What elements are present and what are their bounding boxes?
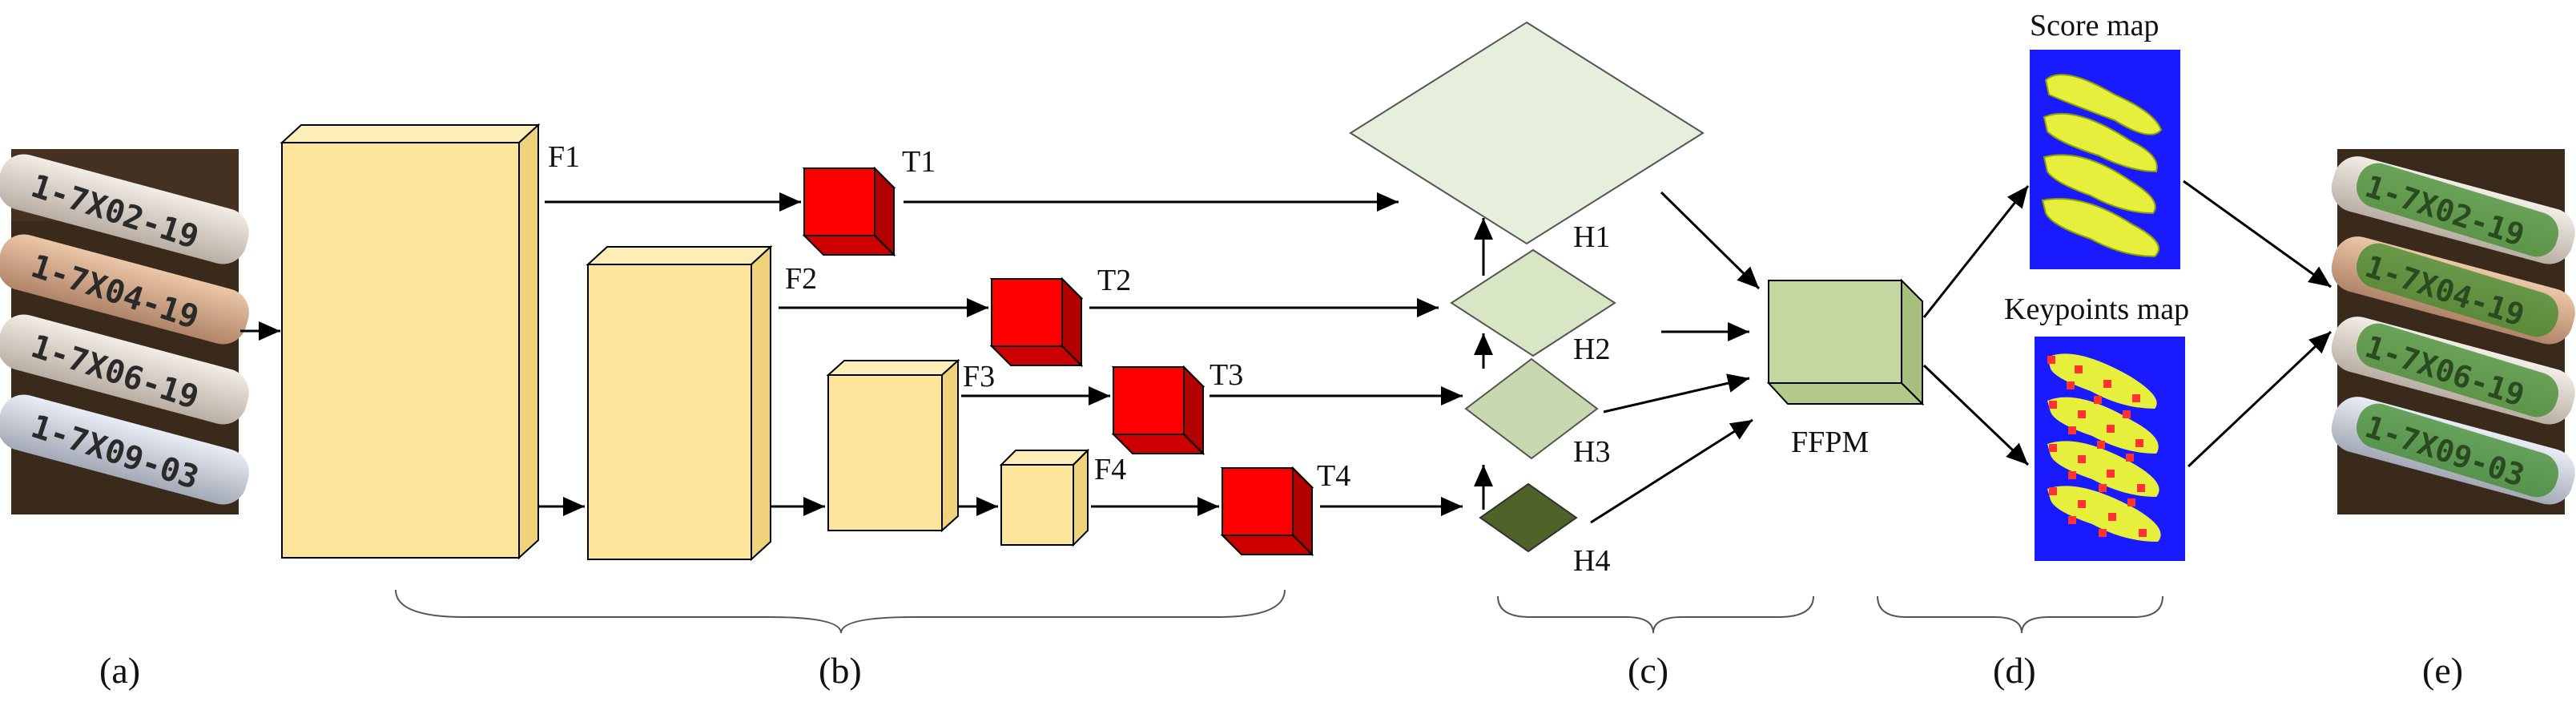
arrow-ffpm-keypoints xyxy=(1922,364,2030,466)
label-f2: F2 xyxy=(785,262,817,296)
label-ffpm: FFPM xyxy=(1791,426,1869,459)
feature-box-f3 xyxy=(826,358,960,533)
transform-cube-t4 xyxy=(1220,466,1314,557)
arrow-h4-ffpm xyxy=(1590,418,1753,524)
transform-cube-t3 xyxy=(1111,365,1205,456)
caption-e: (e) xyxy=(2422,650,2463,691)
caption-a: (a) xyxy=(99,650,140,691)
feature-box-f2 xyxy=(586,244,773,562)
arrow-keypoints-output xyxy=(2187,330,2332,468)
head-h1 xyxy=(1349,21,1705,245)
transform-cube-t2 xyxy=(989,276,1084,368)
label-f4: F4 xyxy=(1094,453,1126,486)
label-h4: H4 xyxy=(1573,544,1610,578)
caption-d: (d) xyxy=(1993,650,2036,691)
label-t4: T4 xyxy=(1317,459,1350,493)
feature-box-f4 xyxy=(999,448,1090,547)
head-h2 xyxy=(1450,248,1616,357)
label-h2: H2 xyxy=(1573,333,1610,366)
label-t2: T2 xyxy=(1097,264,1131,297)
brace-b xyxy=(395,589,1286,634)
arrow-score-output xyxy=(2183,180,2332,288)
label-f1: F1 xyxy=(548,140,580,174)
arrow-h3-ffpm xyxy=(1603,373,1750,414)
feature-box-f1 xyxy=(280,123,541,560)
label-h3: H3 xyxy=(1573,435,1610,469)
head-h4 xyxy=(1479,482,1578,553)
score-map-title: Score map xyxy=(2030,9,2159,42)
keypoints-map-title: Keypoints map xyxy=(2004,292,2189,326)
label-h1: H1 xyxy=(1573,220,1610,254)
input-photo: 1-7X02-19 1-7X04-19 1-7X06-19 1-7X09-03 xyxy=(0,149,249,514)
arrow-h1-ffpm xyxy=(1660,191,1761,290)
fusion-box-ffpm xyxy=(1766,278,1925,406)
score-map xyxy=(2030,50,2180,269)
label-t1: T1 xyxy=(902,145,936,179)
brace-c xyxy=(1497,595,1814,634)
label-t3: T3 xyxy=(1210,358,1243,392)
label-f3: F3 xyxy=(963,360,995,393)
brace-d xyxy=(1877,595,2163,634)
arrow-ffpm-score xyxy=(1922,185,2030,318)
transform-cube-t1 xyxy=(802,166,896,257)
caption-b: (b) xyxy=(819,650,862,691)
output-photo: 1-7X02-19 1-7X04-19 1-7X06-19 1-7X09-03 xyxy=(2331,149,2575,514)
keypoints-map xyxy=(2035,337,2185,561)
caption-c: (c) xyxy=(1628,650,1668,691)
head-h3 xyxy=(1464,357,1599,460)
